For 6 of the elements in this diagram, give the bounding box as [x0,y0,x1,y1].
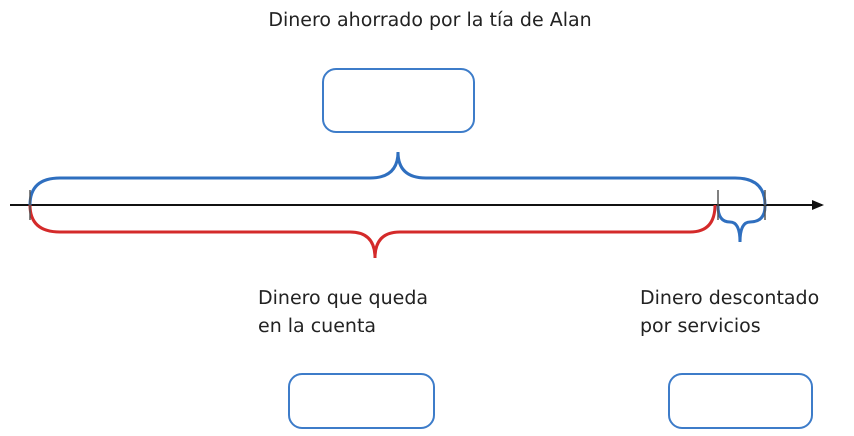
brace-label: Dinero descontado por servicios [640,286,820,339]
answer-box [288,373,435,429]
answer-box [668,373,813,429]
answer-box [322,68,475,133]
brace-label: Dinero que queda en la cuenta [258,286,430,339]
brace-label: Dinero ahorrado por la tía de Alan [267,8,593,33]
